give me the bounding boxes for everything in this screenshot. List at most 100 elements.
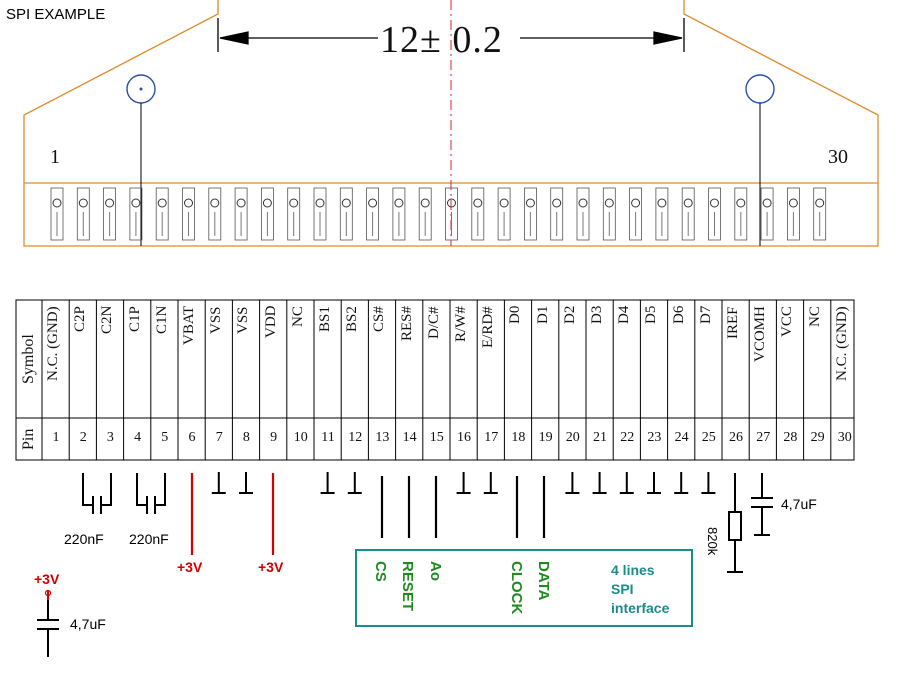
- fpc-pad-7: [208, 187, 222, 241]
- pin-number-15: 15: [429, 430, 444, 445]
- pin-symbol-3: C2N: [99, 306, 116, 335]
- c2-capacitor: [82, 473, 112, 514]
- fpc-pad-row: [50, 187, 827, 241]
- signal-label-data: DATA: [535, 561, 552, 601]
- iref-resistor: [727, 473, 743, 573]
- fpc-pad-2: [76, 187, 90, 241]
- pin-row-header: Pin: [20, 428, 37, 450]
- vcc-supply-label: +3V: [34, 571, 60, 587]
- fpc-pad-10: [287, 187, 301, 241]
- pin-symbol-18: D0: [507, 306, 524, 325]
- pin-symbol-19: D1: [534, 306, 551, 325]
- pin-table-columns: [41, 300, 855, 460]
- pin-number-2: 2: [79, 430, 87, 445]
- pin-symbol-7: VSS: [208, 306, 225, 334]
- pin-symbol-13: CS#: [371, 306, 388, 332]
- fpc-pad-4: [129, 187, 143, 241]
- fpc-pad-24: [655, 187, 669, 241]
- pin-symbol-9: VDD: [262, 306, 279, 339]
- pin-symbol-6: VBAT: [181, 306, 197, 346]
- c1-capacitor: [136, 473, 166, 514]
- pin-symbol-14: RES#: [398, 306, 415, 342]
- pin-symbol-22: D4: [616, 306, 633, 325]
- fpc-pad-11: [313, 187, 327, 241]
- spi-wires: [380, 476, 546, 538]
- fpc-pad-14: [392, 187, 406, 241]
- pin-number-5: 5: [161, 430, 169, 445]
- pin-symbol-29: NC: [806, 306, 823, 327]
- signal-label-cs: CS: [372, 561, 389, 582]
- pin-number-16: 16: [457, 430, 471, 445]
- pin-symbol-24: D6: [670, 306, 687, 325]
- pin-number-9: 9: [270, 430, 278, 445]
- pin-number-30: 30: [837, 430, 852, 445]
- pin-number-23: 23: [647, 430, 662, 445]
- pin-symbol-23: D5: [643, 306, 660, 325]
- signal-label-reset: RESET: [399, 561, 416, 612]
- pin-number-1: 1: [52, 430, 60, 445]
- page-title: SPI EXAMPLE: [6, 6, 106, 23]
- pin-symbol-8: VSS: [235, 306, 252, 334]
- symbol-row-header: Symbol: [20, 334, 37, 384]
- dimension-label: 12± 0.2: [380, 19, 503, 61]
- spi-interface-box: [355, 549, 693, 627]
- pin-number-13: 13: [375, 430, 390, 445]
- pin-number-19: 19: [538, 430, 553, 445]
- pin-number-14: 14: [402, 430, 417, 445]
- pin-number-17: 17: [484, 430, 499, 445]
- fpc-pad-27: [734, 187, 748, 241]
- fpc-pad-9: [260, 187, 274, 241]
- pin-symbol-28: VCC: [779, 306, 796, 337]
- pin-number-29: 29: [810, 430, 825, 445]
- pin-symbol-5: C1N: [153, 306, 170, 335]
- spi-interface-label: 4 lines SPI interface: [611, 562, 670, 616]
- pin-number-24: 24: [674, 430, 689, 445]
- pin-symbol-26: IREF: [725, 306, 741, 339]
- pin-number-18: 18: [511, 430, 526, 445]
- fpc-pad-23: [629, 187, 642, 241]
- pin-symbol-17: E/RD#: [480, 306, 497, 348]
- pin-number-8: 8: [242, 430, 250, 445]
- fpc-pad-6: [182, 187, 195, 241]
- pin-symbol-4: C1P: [126, 306, 143, 332]
- fpc-pad-18: [497, 187, 511, 241]
- signal-label-ao: Ao: [427, 561, 444, 581]
- pin-symbol-16: R/W#: [453, 306, 469, 342]
- vcomh-capacitor-label: 4,7uF: [781, 496, 817, 512]
- iref-resistor-label: 820k: [705, 527, 720, 556]
- pin-number-12: 12: [348, 430, 363, 445]
- pin-symbol-11: BS1: [317, 306, 333, 332]
- pin-symbol-25: D7: [697, 306, 714, 325]
- fpc-pad-29: [787, 187, 800, 241]
- dimension-line: [217, 18, 685, 52]
- pin-symbol-15: D/C#: [425, 306, 442, 339]
- fpc-pad-20: [550, 187, 564, 241]
- pin-number-4: 4: [134, 430, 142, 445]
- fpc-pad-12: [339, 187, 353, 241]
- fpc-pad-30: [813, 187, 827, 241]
- vcomh-capacitor: [751, 473, 773, 536]
- fpc-pad-5: [155, 187, 169, 241]
- pin-symbol-10: NC: [289, 306, 306, 327]
- pin-number-3: 3: [106, 430, 114, 445]
- vcc-capacitor: [37, 598, 59, 657]
- c2-capacitor-label: 220nF: [64, 531, 104, 547]
- pin-symbol-1: N.C. (GND): [45, 306, 61, 381]
- c1-capacitor-label: 220nF: [129, 531, 169, 547]
- pin-symbol-2: C2P: [72, 306, 89, 332]
- vcc-capacitor-label: 4,7uF: [70, 616, 106, 632]
- pin-symbol-30: N.C. (GND): [833, 306, 850, 381]
- pin-symbol-21: D3: [589, 306, 605, 325]
- vdd-supply-label: +3V: [258, 559, 284, 575]
- fpc-pad-3: [103, 187, 116, 241]
- pin-number-6: 6: [188, 430, 196, 445]
- pin-number-11: 11: [321, 430, 335, 445]
- pin-number-10: 10: [293, 430, 308, 445]
- fpc-pad-16: [445, 187, 458, 241]
- pin-symbol-27: VCOMH: [752, 306, 769, 362]
- pin-number-26: 26: [729, 430, 743, 445]
- fpc-pad-21: [576, 187, 590, 241]
- pin-number-25: 25: [701, 430, 716, 445]
- fpc-pad-19: [524, 187, 537, 241]
